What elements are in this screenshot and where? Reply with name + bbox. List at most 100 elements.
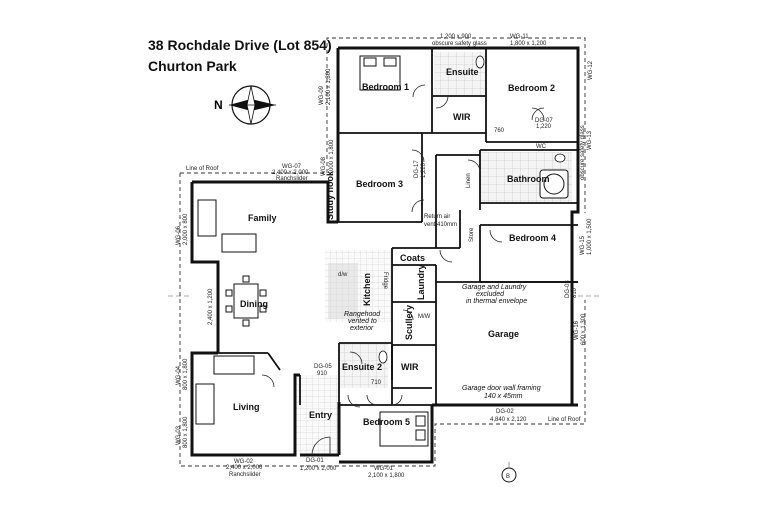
room-bedroom1: Bedroom 1 [362,82,409,92]
dg07-tag: DG-07 [535,118,553,124]
dg07-size: 1,220 [536,124,552,130]
wg11-size: 1,800 x 1,200 [510,41,547,47]
room-bedroom4: Bedroom 4 [509,233,556,243]
dg01-tag: DG-01 [306,458,324,464]
room-store: Store [469,227,475,242]
obscure-glass-right: obscure safety glass [580,125,586,180]
section-b-label: B [506,474,510,480]
room-kitchen: Kitchen [362,273,372,306]
room-fridge: Fridge [382,272,388,290]
wg06-size: 2,000 x 800 [183,213,189,245]
garage-excluded-note-2: excluded [476,291,505,298]
wg13-tag: WG-13 [587,130,593,150]
room-laundry: Laundry [416,264,426,300]
door-710-tag: 710 [371,380,382,386]
wg15-tag: WG-15 [580,235,586,255]
toilet-icon [378,55,566,364]
wg07-note: Ranchslider [276,176,308,182]
wg09-tag: WG-09 [319,85,325,105]
dishwasher-label: d/w [338,272,348,278]
room-family: Family [248,213,277,223]
door-760-tag: 760 [494,128,505,134]
suburb-title: Churton Park [148,58,237,74]
wg02-tag: WG-02 [234,459,254,465]
room-bedroom5: Bedroom 5 [363,417,410,427]
room-wir-2: WIR [401,362,419,372]
microwave-label: M/W [418,314,431,320]
wg16-size: 600 x 1,300 [581,313,587,345]
wg16-tag: WG-16 [574,320,580,340]
garage-excluded-note-1: Garage and Laundry [462,284,527,291]
section-marker-b [501,467,517,483]
wg07-size: 2,400 x 2,000 [272,170,309,176]
rangehood-note-1: Rangehood [344,311,381,318]
wg12-tag: WG-12 [588,60,594,80]
room-bedroom3: Bedroom 3 [356,179,403,189]
room-scullery: Scullery [404,305,414,340]
rangehood-note-2: vented to [348,318,377,325]
wg02-size: 2,400 x 2,000 [226,465,263,471]
wg04-tag: WG-04 [176,365,182,385]
dg17-tag: DG-17 [414,160,420,178]
room-wc: WC [536,144,547,150]
room-coats: Coats [400,253,425,263]
dg05-tag: DG-05 [314,364,332,370]
room-ensuite2: Ensuite 2 [342,362,382,372]
room-linen: Linen [466,173,472,188]
dg03-size: 810 [572,287,578,298]
kitchen-bench [328,263,358,319]
dg03-tag: DG-03 [565,280,571,298]
garage-excluded-note-3: in thermal envelope [466,298,527,305]
roof-line [179,37,586,467]
room-entry: Entry [309,410,332,420]
wg10-size: 1,200 x 900 [440,34,472,40]
dg02-tag: DG-02 [496,409,514,415]
wg05-size: 2,400 x 1,200 [208,288,214,325]
room-wir-1: WIR [453,112,471,122]
exterior-walls [190,46,580,464]
wg07-tag: WG-07 [282,164,302,170]
wg04-size: 800 x 1,800 [183,358,189,390]
dining-table-icon [225,275,267,327]
wg09-size: 2,100 x 1,800 [326,68,332,105]
compass-north-label: N [214,98,223,112]
rangehood-note-3: exterior [350,325,374,332]
return-air-vent-label: vent 410mm [424,222,457,228]
room-garage: Garage [488,329,519,339]
room-study-nook: Study nook [325,170,335,220]
line-of-roof-left: Line of Roof [186,166,219,172]
obscure-glass-top: obscure safety glass [432,41,487,47]
grid-lines [168,295,600,470]
wg15-size: 1,000 x 1,500 [587,218,593,255]
wg03-tag: WG-03 [176,425,182,445]
garage-door-note-1: Garage door wall framing [462,385,541,392]
line-of-roof-right: Line of Roof [548,417,581,423]
wg01-tag: WG-01 [374,466,394,472]
bath-icon [539,169,569,199]
wg06-tag: WG-06 [176,225,182,245]
dg02-size: 4,840 x 2,120 [490,417,527,423]
dg17-size: 1,220 [421,162,427,178]
room-bathroom: Bathroom [507,174,550,184]
address-title: 38 Rochdale Drive (Lot 854) [148,37,332,53]
wg02-note: Ranchslider [229,472,261,478]
wg03-size: 800 x 1,800 [183,416,189,448]
garage-door-note-2: 140 x 45mm [484,393,523,400]
wg11-tag: WG-11 [510,34,529,40]
interior-walls [218,48,578,406]
room-living: Living [233,402,260,412]
room-bedroom2: Bedroom 2 [508,83,555,93]
sofa-icon [195,199,257,425]
wg08-tag: WG-08 [321,156,327,176]
return-air-label: Return air [424,214,450,220]
compass-icon: N [214,85,276,125]
room-dining: Dining [240,299,268,309]
bed-icon [359,55,401,91]
dg01-size: 1,200 x 2,000 [300,466,337,472]
dg05-size: 910 [317,371,328,377]
room-ensuite: Ensuite [446,67,479,77]
door-swings [261,84,545,456]
ensuite2-floor [340,343,388,388]
wg01-size: 2,100 x 1,800 [368,473,405,479]
